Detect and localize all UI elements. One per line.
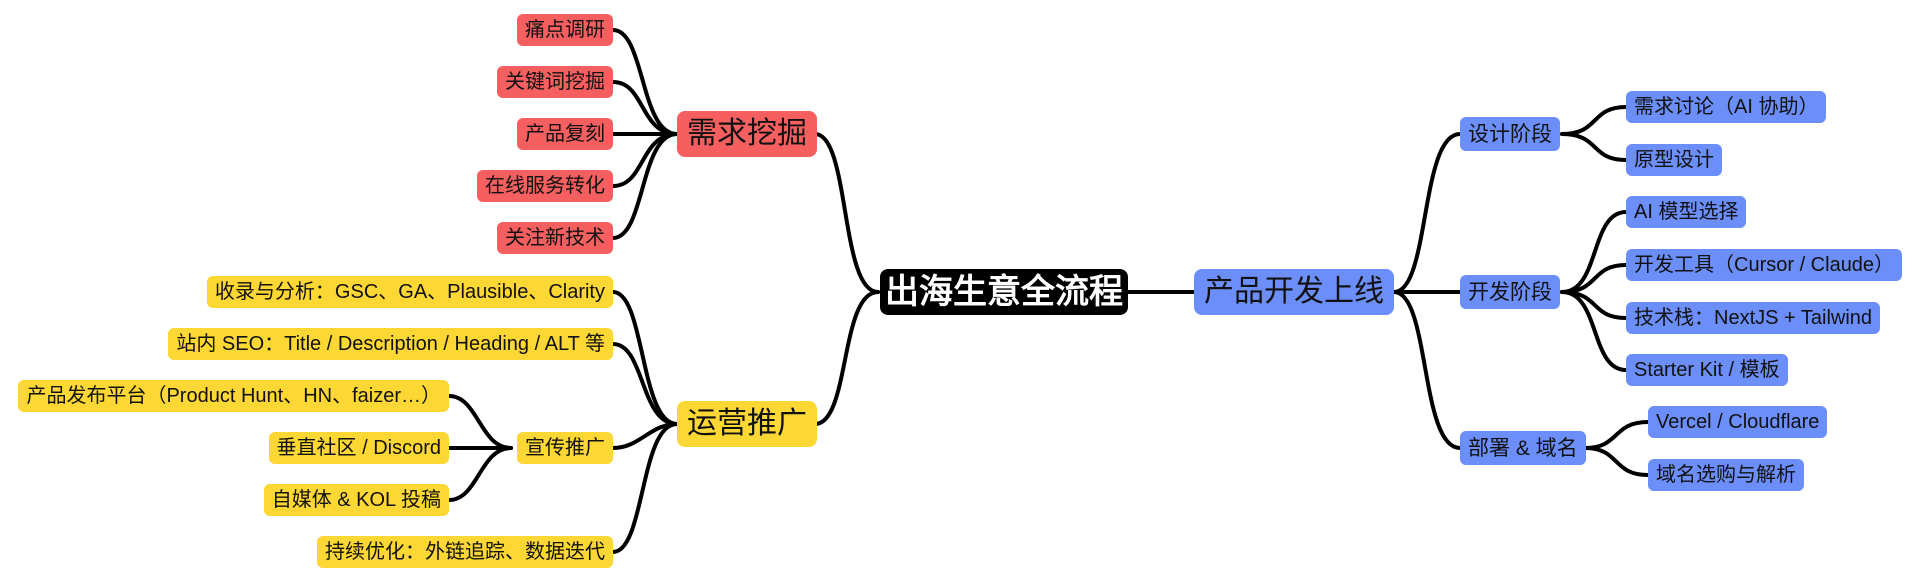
ops-item: 站内 SEO：Title / Description / Heading / A… xyxy=(168,328,613,360)
design-item: 需求讨论（AI 协助） xyxy=(1626,91,1827,123)
promo-item: 垂直社区 / Discord xyxy=(268,432,449,464)
ops-promo-node: 宣传推广 xyxy=(517,432,613,464)
dev-design-node: 设计阶段 xyxy=(1460,117,1560,151)
build-item: Starter Kit / 模板 xyxy=(1626,354,1788,386)
promo-item: 产品发布平台（Product Hunt、HN、faizer…） xyxy=(18,380,449,412)
dev-build-node: 开发阶段 xyxy=(1460,275,1560,309)
branch-development: 产品开发上线 xyxy=(1194,269,1394,315)
demand-item: 产品复刻 xyxy=(517,118,613,150)
branch-demand: 需求挖掘 xyxy=(677,111,817,157)
demand-item: 痛点调研 xyxy=(517,14,613,46)
build-item: 技术栈：NextJS + Tailwind xyxy=(1626,302,1881,334)
promo-item: 自媒体 & KOL 投稿 xyxy=(263,484,449,516)
deploy-item: Vercel / Cloudflare xyxy=(1648,406,1828,438)
dev-deploy-node: 部署 & 域名 xyxy=(1460,431,1586,465)
ops-item: 收录与分析：GSC、GA、Plausible、Clarity xyxy=(206,276,613,308)
branch-operations: 运营推广 xyxy=(677,401,817,447)
build-item: 开发工具（Cursor / Claude） xyxy=(1626,249,1903,281)
design-item: 原型设计 xyxy=(1626,144,1722,176)
demand-item: 关键词挖掘 xyxy=(497,66,613,98)
ops-item: 持续优化：外链追踪、数据迭代 xyxy=(317,536,613,568)
demand-item: 关注新技术 xyxy=(497,222,613,254)
build-item: AI 模型选择 xyxy=(1626,196,1747,228)
deploy-item: 域名选购与解析 xyxy=(1648,459,1804,491)
demand-item: 在线服务转化 xyxy=(477,170,613,202)
root-node: 出海生意全流程 xyxy=(880,269,1128,315)
